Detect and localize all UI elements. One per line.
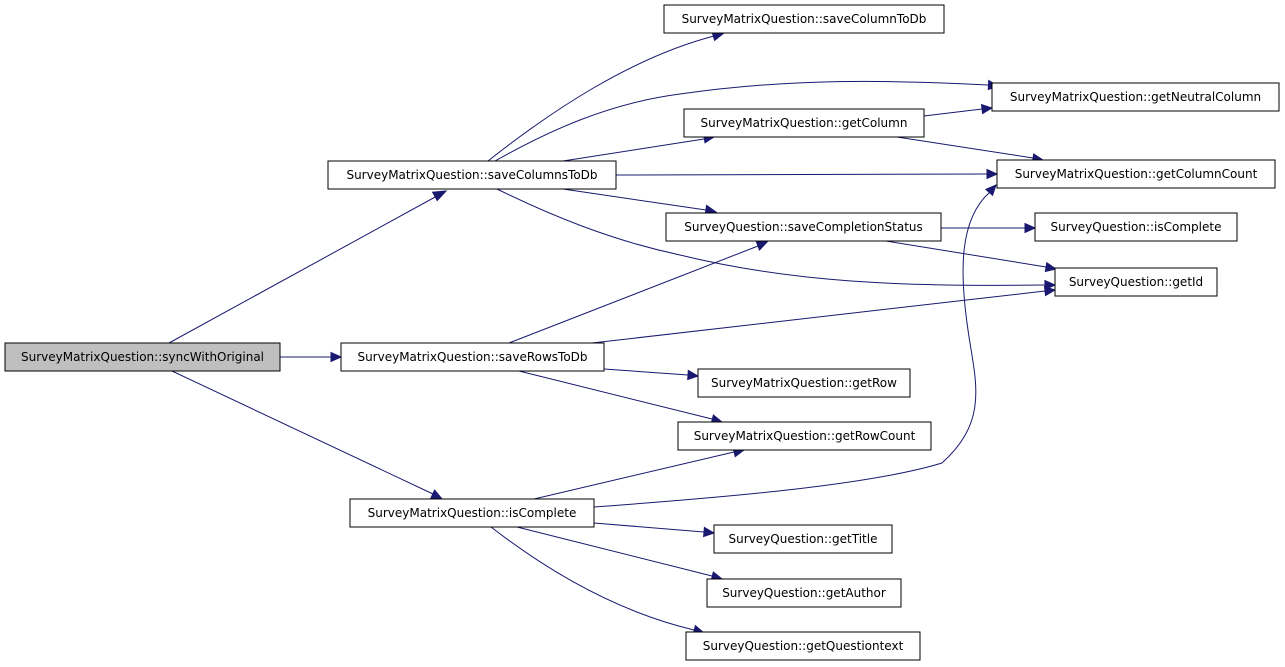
edge-isComplete-to-getColumnCount [593,184,997,508]
node-label-getQuestiontext: SurveyQuestion::getQuestiontext [703,639,904,653]
edge-saveRowsToDb-to-getRow [603,368,700,381]
node-getRowCount[interactable]: SurveyMatrixQuestion::getRowCount [677,421,932,451]
node-label-getTitle: SurveyQuestion::getTitle [729,532,878,546]
edge-saveCompletionStatus-to-isComplete [941,222,1037,234]
edge-saveRowsToDb-to-getId [591,285,1057,344]
edge-getColumn-to-getColumnCount [896,136,1045,164]
node-saveColumnToDb[interactable]: SurveyMatrixQuestion::saveColumnToDb [663,4,945,34]
edge-saveRowsToDb-to-getRowCount [518,370,724,425]
edge-saveColumnsToDb-to-saveCompletionStatus [562,188,718,215]
node-getAuthor[interactable]: SurveyQuestion::getAuthor [706,578,902,608]
edge-isComplete-to-getTitle [593,522,716,538]
edge-saveColumnsToDb-to-getColumn [562,133,716,162]
node-label-syncWithOriginal: SurveyMatrixQuestion::syncWithOriginal [21,350,264,364]
node-label-getColumn: SurveyMatrixQuestion::getColumn [701,116,908,130]
edges [168,31,1058,635]
edge-getColumn-to-getNeutralColumn [923,103,994,117]
node-getColumn[interactable]: SurveyMatrixQuestion::getColumn [683,108,925,138]
node-syncWithOriginal[interactable]: SurveyMatrixQuestion::syncWithOriginal [4,342,281,372]
node-isComplete-matrix[interactable]: SurveyMatrixQuestion::isComplete [349,498,595,528]
node-label-getId: SurveyQuestion::getId [1069,275,1203,289]
edge-isComplete-to-getQuestiontext [490,526,706,635]
node-label-isComplete-matrix: SurveyMatrixQuestion::isComplete [368,506,577,520]
node-label-getRowCount: SurveyMatrixQuestion::getRowCount [694,429,916,443]
node-label-saveColumnsToDb: SurveyMatrixQuestion::saveColumnsToDb [346,168,597,182]
node-label-saveCompletionStatus: SurveyQuestion::saveCompletionStatus [684,220,923,234]
nodes: SurveyMatrixQuestion::syncWithOriginal S… [4,4,1280,661]
edge-sync-to-saveColumnsToDb [168,190,448,344]
edge-sync-to-saveRowsToDb [280,351,343,363]
edge-saveColumnsToDb-to-getColumnCount [615,168,999,180]
node-getTitle[interactable]: SurveyQuestion::getTitle [713,524,893,554]
edge-isComplete-to-getAuthor [516,526,724,582]
edge-isComplete-to-getRowCount [533,447,746,500]
edge-sync-to-isComplete [171,370,444,500]
node-label-isComplete-survey: SurveyQuestion::isComplete [1051,220,1222,234]
node-getNeutralColumn[interactable]: SurveyMatrixQuestion::getNeutralColumn [991,82,1280,112]
node-saveRowsToDb[interactable]: SurveyMatrixQuestion::saveRowsToDb [340,342,605,372]
node-saveColumnsToDb[interactable]: SurveyMatrixQuestion::saveColumnsToDb [327,160,617,190]
node-getQuestiontext[interactable]: SurveyQuestion::getQuestiontext [685,631,921,661]
node-label-getNeutralColumn: SurveyMatrixQuestion::getNeutralColumn [1010,90,1261,104]
node-saveCompletionStatus[interactable]: SurveyQuestion::saveCompletionStatus [665,212,942,242]
node-getColumnCount[interactable]: SurveyMatrixQuestion::getColumnCount [996,159,1276,189]
node-getId[interactable]: SurveyQuestion::getId [1054,267,1218,297]
node-isComplete-survey[interactable]: SurveyQuestion::isComplete [1034,212,1238,242]
node-label-getColumnCount: SurveyMatrixQuestion::getColumnCount [1015,167,1258,181]
node-label-getAuthor: SurveyQuestion::getAuthor [722,586,886,600]
node-getRow[interactable]: SurveyMatrixQuestion::getRow [697,368,911,398]
node-label-getRow: SurveyMatrixQuestion::getRow [711,376,897,390]
node-label-saveRowsToDb: SurveyMatrixQuestion::saveRowsToDb [357,350,587,364]
edge-saveCompletionStatus-to-getId [885,240,1058,273]
edge-saveRowsToDb-to-saveCompletionStatus [508,241,769,344]
node-label-saveColumnToDb: SurveyMatrixQuestion::saveColumnToDb [682,12,927,26]
